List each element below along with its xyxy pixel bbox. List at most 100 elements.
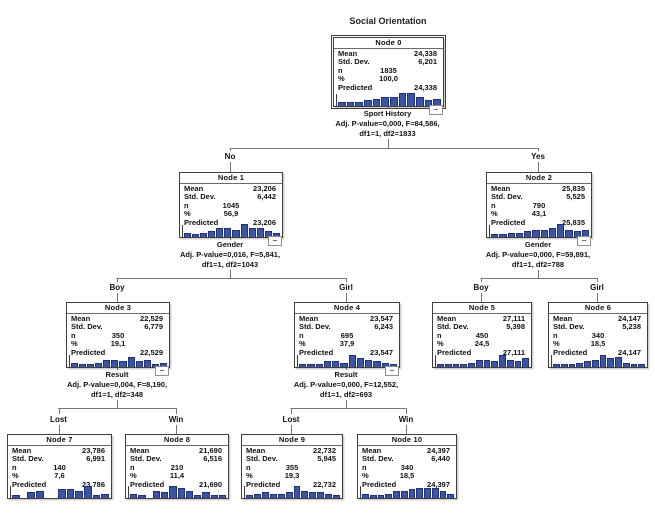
stat-value: 43,1	[531, 209, 547, 219]
stat-value: 23,206	[253, 184, 276, 193]
branch-label: Yes	[527, 151, 549, 162]
hist-bar	[364, 100, 372, 106]
stat-value: 23,547	[370, 314, 393, 323]
stat-row: Std. Dev.6,991	[8, 454, 111, 463]
stat-label: %	[184, 209, 191, 219]
split-df: df1=1, df2=1833	[359, 129, 416, 138]
stat-value: 6,243	[374, 322, 393, 332]
hist-bar	[71, 363, 79, 367]
node-title: Node 6	[549, 303, 647, 314]
stat-row: Mean 23,206	[180, 184, 282, 193]
collapse-button[interactable]: −	[268, 236, 282, 246]
collapse-button[interactable]: −	[429, 105, 443, 115]
stat-value: 100,0	[379, 74, 398, 84]
node-histogram	[244, 485, 341, 498]
stat-label: n	[130, 462, 135, 472]
stat-value: 37,9	[339, 339, 355, 349]
hist-bar	[377, 495, 385, 498]
hist-bar	[338, 102, 346, 106]
split-variable: Result	[105, 370, 129, 379]
stat-value: 25,835	[562, 184, 585, 193]
node-title: Node 2	[487, 173, 591, 184]
stat-value: 140	[53, 462, 66, 472]
stat-label: %	[437, 339, 444, 349]
stat-value: 450	[475, 330, 489, 340]
stat-value: 6,779	[144, 322, 163, 332]
stat-label: Predicted	[553, 347, 588, 357]
stat-label: Mean	[184, 184, 204, 193]
hist-bar	[272, 233, 280, 237]
stat-label: Mean	[437, 314, 457, 323]
stat-label: n	[184, 200, 189, 210]
node-histogram	[435, 354, 529, 367]
node-histogram	[551, 354, 645, 367]
hist-bar	[200, 233, 208, 237]
hist-bar	[240, 224, 248, 237]
hist-bar	[362, 494, 369, 498]
hist-bar	[389, 364, 397, 367]
stat-label: Mean	[491, 184, 511, 193]
hist-bar	[323, 361, 331, 367]
hist-bar	[309, 492, 317, 498]
hist-bar	[565, 230, 573, 237]
split-pvalue: Adj. P-value=0,004, F=8,190,	[66, 380, 168, 389]
stat-label: Predicted	[338, 82, 373, 92]
hist-bar	[192, 234, 200, 237]
hist-bar	[524, 231, 532, 237]
stat-label: Mean	[338, 49, 358, 58]
collapse-button[interactable]: −	[577, 236, 591, 246]
hist-bar	[12, 495, 20, 498]
node-title: Node 1	[180, 173, 282, 184]
node-histogram	[182, 224, 280, 237]
stat-value: 24,147	[618, 314, 641, 323]
stat-label: n	[12, 462, 17, 472]
hist-bar	[514, 361, 522, 367]
hist-bar	[346, 102, 355, 106]
hist-bar	[584, 361, 591, 367]
hist-bar	[248, 228, 256, 237]
stat-value: 22,529	[140, 347, 163, 357]
hist-bar	[332, 361, 340, 367]
collapse-button[interactable]: −	[385, 366, 399, 376]
stat-label: Mean	[299, 314, 319, 323]
stat-label: Mean	[246, 446, 266, 455]
stat-row: %18,5	[549, 339, 647, 348]
split-variable: Result	[334, 370, 358, 379]
stat-row: Std. Dev.6,243	[295, 322, 399, 332]
hist-bar	[622, 363, 630, 367]
stat-value: 56,9	[223, 209, 239, 219]
hist-bar	[515, 233, 523, 237]
hist-bar	[177, 488, 185, 498]
hist-bar	[208, 231, 216, 237]
hist-bar	[607, 358, 614, 367]
hist-bar	[373, 361, 381, 367]
hist-bar	[576, 363, 583, 367]
hist-bar	[138, 495, 146, 498]
collapse-button[interactable]: −	[155, 366, 169, 376]
hist-bar	[591, 360, 599, 367]
stat-value: 5,238	[622, 322, 641, 332]
hist-bar	[491, 361, 498, 367]
node-title: Node 3	[67, 303, 169, 314]
hist-bar	[475, 360, 483, 367]
stat-value: 24,338	[414, 82, 437, 92]
stat-row: %18,5	[358, 471, 456, 480]
stat-label: n	[437, 330, 442, 340]
